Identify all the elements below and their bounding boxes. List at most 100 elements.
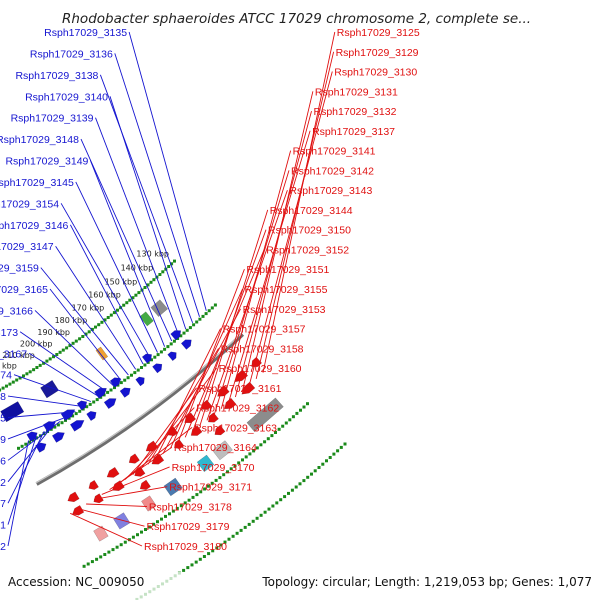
forward-gene-arrow	[241, 381, 256, 395]
gene-label[interactable]: Rsph17029_3154	[0, 198, 59, 210]
gene-label[interactable]: Rsph17029_3152	[266, 245, 349, 257]
gene-label[interactable]: Rsph17029_3129	[336, 47, 419, 59]
leader-line	[7, 395, 84, 408]
gc-dot	[271, 504, 275, 508]
gene-label[interactable]: Rsph17029_3130	[334, 67, 417, 79]
gene-label[interactable]: Rsph17029_3176	[0, 455, 6, 467]
gene-label[interactable]: Rsph17029_3151	[246, 264, 329, 276]
leader-line	[55, 245, 137, 370]
forward-gene-arrow	[224, 397, 237, 410]
gc-dot	[111, 548, 115, 552]
gene-label[interactable]: Rsph17029_3169	[0, 434, 6, 446]
gene-label[interactable]: Rsph17029_3179	[147, 521, 230, 533]
gc-dot	[210, 306, 214, 310]
gene-label[interactable]: Rsph17029_3145	[0, 177, 74, 189]
gc-dot	[263, 440, 267, 444]
gene-label[interactable]: Rsph17029_3143	[289, 185, 372, 197]
genome-backbone	[35, 332, 245, 486]
gene-label[interactable]: Rsph17029_3136	[30, 48, 113, 60]
gene-label[interactable]: Rsph17029_3180	[144, 541, 227, 553]
gc-dot	[106, 390, 110, 394]
leader-line	[177, 269, 245, 443]
gene-label[interactable]: Rsph17029_3155	[245, 284, 328, 296]
gene-label[interactable]: Rsph17029_3175	[0, 413, 6, 425]
gene-label[interactable]: Rsph17029_3137	[312, 126, 395, 138]
gc-dot	[136, 368, 140, 372]
gene-label[interactable]: Rsph17029_3171	[169, 482, 252, 494]
gc-dot	[223, 540, 227, 544]
leader-line	[140, 367, 217, 470]
gene-label[interactable]: Rsph17029_3159	[0, 263, 39, 275]
gc-dot	[81, 335, 85, 338]
reverse-gene-arrow	[103, 398, 117, 410]
gene-label[interactable]: Rsph17029_3157	[223, 324, 306, 336]
gene-label[interactable]: Rsph17029_3164	[174, 442, 257, 454]
gene-label[interactable]: Rsph17029_3144	[270, 205, 353, 217]
gene-label[interactable]: Rsph17029_3142	[291, 165, 374, 177]
gene-label[interactable]: Rsph17029_3148	[0, 134, 79, 146]
genome-summary-text: Topology: circular; Length: 1,219,053 bp…	[261, 575, 592, 589]
gc-dot	[210, 481, 214, 485]
gc-dot	[11, 380, 15, 384]
operon-box	[196, 454, 215, 473]
gene-label[interactable]: Rsph17029_3135	[44, 27, 127, 39]
gene-label[interactable]: Rsph17029_3181	[0, 520, 6, 532]
gc-dot	[123, 540, 127, 544]
gc-dot	[185, 328, 189, 332]
gene-label[interactable]: Rsph17029_3162	[196, 403, 279, 415]
gc-dot	[266, 437, 270, 441]
operon-box	[113, 512, 131, 530]
gene-label[interactable]: Rsph17029_3165	[0, 284, 48, 296]
gene-label[interactable]: Rsph17029_3132	[314, 106, 397, 118]
backbone-highlight	[35, 332, 243, 484]
gene-label[interactable]: Rsph17029_3131	[315, 86, 398, 98]
leader-line	[128, 31, 207, 311]
gc-dot	[55, 353, 59, 356]
gc-dot	[306, 402, 309, 406]
gene-label[interactable]: Rsph17029_3140	[25, 91, 108, 103]
reverse-gene-arrow	[180, 339, 192, 350]
scale-tick-label: 140 kbp	[121, 264, 154, 273]
gc-dot	[156, 353, 160, 357]
leader-line	[109, 446, 173, 490]
leader-line	[7, 416, 68, 440]
gene-label[interactable]: Rsph17029_3177	[0, 498, 6, 510]
gc-dot	[32, 368, 36, 372]
gc-dot	[53, 425, 57, 429]
gene-label[interactable]: Rsph17029_3150	[268, 225, 351, 237]
gene-label[interactable]: Rsph17029_3170	[172, 462, 255, 474]
gene-label[interactable]: Rsph17029_3141	[293, 146, 376, 158]
gc-dot	[259, 443, 263, 447]
gene-label[interactable]: Rsph17029_3166	[0, 305, 33, 317]
gene-label[interactable]: Rsph17029_3138	[15, 70, 98, 82]
gc-dot	[90, 560, 94, 564]
gene-label[interactable]: Rsph17029_3172	[0, 477, 6, 489]
gc-dot	[18, 376, 22, 380]
gene-label[interactable]: Rsph17029_3167	[0, 348, 27, 360]
gene-label[interactable]: Rsph17029_3182	[0, 541, 6, 553]
gene-labels: Rsph17029_3125Rsph17029_3129Rsph17029_31…	[0, 27, 420, 553]
reverse-gene-arrow	[94, 387, 107, 399]
gene-label[interactable]: Rsph17029_3178	[149, 502, 232, 514]
gene-label[interactable]: Rsph17029_3160	[219, 363, 302, 375]
gene-label[interactable]: Rsph17029_3163	[194, 422, 277, 434]
footer-backdrop	[0, 572, 600, 600]
gene-label[interactable]: Rsph17029_3174	[0, 370, 12, 382]
gc-dot	[248, 452, 252, 456]
gene-label[interactable]: Rsph17029_3147	[0, 241, 54, 253]
gc-dot	[38, 363, 42, 367]
gene-label[interactable]: Rsph17029_3173	[0, 327, 18, 339]
backbone-arc	[35, 332, 245, 486]
leader-line	[162, 308, 241, 454]
gene-label[interactable]: Rsph17029_3161	[199, 383, 282, 395]
gene-label[interactable]: Rsph17029_3125	[337, 27, 420, 39]
gc-dot	[65, 346, 69, 350]
gene-label[interactable]: Rsph17029_3158	[221, 343, 304, 355]
gene-label[interactable]: Rsph17029_3146	[0, 220, 69, 232]
gene-label[interactable]: Rsph17029_3149	[5, 156, 88, 168]
gene-label[interactable]: Rsph17029_3168	[0, 391, 6, 403]
gc-dot	[28, 370, 32, 374]
gene-label[interactable]: Rsph17029_3153	[243, 304, 326, 316]
gene-label[interactable]: Rsph17029_3139	[11, 113, 94, 125]
gc-dot	[56, 423, 60, 427]
